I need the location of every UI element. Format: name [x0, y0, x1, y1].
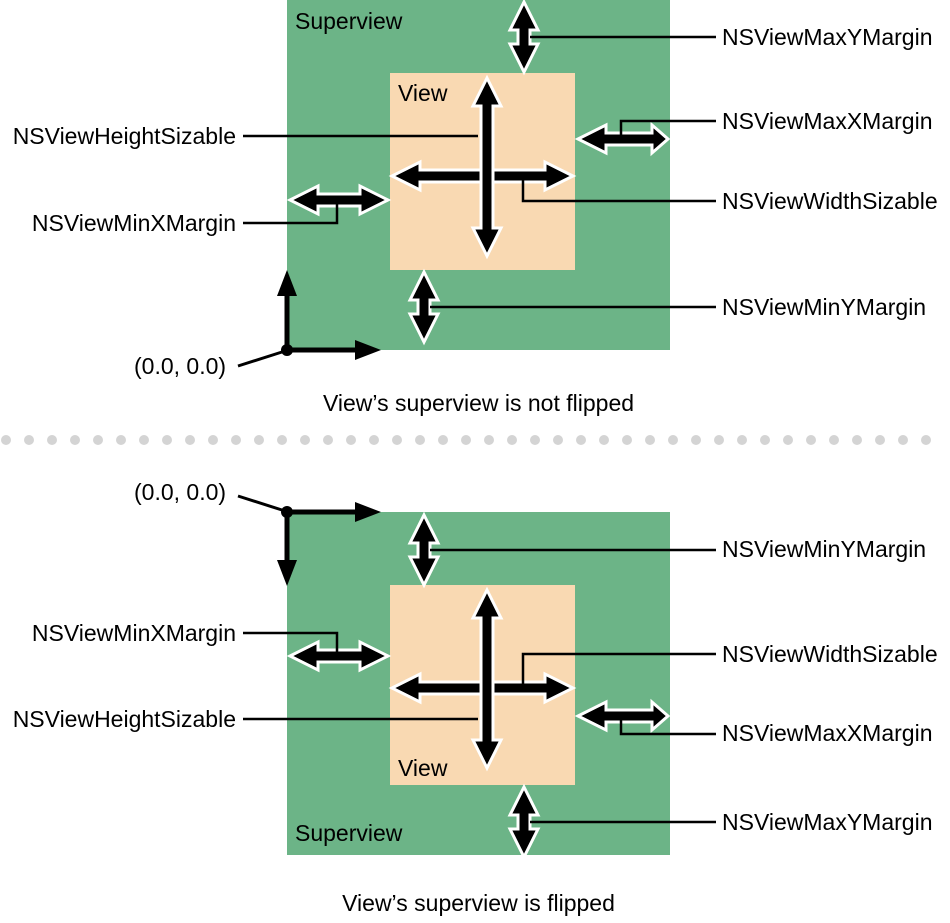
arrow-min-x-margin-flipped	[286, 639, 392, 673]
divider-dot	[576, 435, 586, 445]
divider-dot	[300, 435, 310, 445]
divider-dot	[392, 435, 402, 445]
label-min-y-margin-flipped: NSViewMinYMargin	[722, 536, 927, 562]
divider-dot	[47, 435, 57, 445]
arrow-max-y-margin-flipped	[507, 783, 541, 861]
divider-dot	[691, 435, 701, 445]
divider-dot	[530, 435, 540, 445]
divider-dot	[553, 435, 563, 445]
divider-dot	[323, 435, 333, 445]
arrow-min-y-margin-not-flipped	[407, 268, 441, 346]
divider-dot	[208, 435, 218, 445]
label-max-x-margin-not-flipped: NSViewMaxXMargin	[722, 108, 933, 134]
divider-dot	[783, 435, 793, 445]
label-min-y-margin-not-flipped: NSViewMinYMargin	[722, 294, 927, 320]
origin-label-flipped: (0.0, 0.0)	[134, 479, 227, 505]
divider-dot	[898, 435, 908, 445]
divider-dot	[346, 435, 356, 445]
divider-dot	[507, 435, 517, 445]
divider-dot	[254, 435, 264, 445]
divider-dot	[829, 435, 839, 445]
divider-dot	[139, 435, 149, 445]
label-min-x-margin-flipped: NSViewMinXMargin	[31, 620, 236, 646]
divider-dot	[875, 435, 885, 445]
arrow-max-y-margin-not-flipped	[507, 0, 541, 76]
label-max-y-margin-flipped: NSViewMaxYMargin	[722, 809, 933, 835]
arrow-height-sizable-flipped	[470, 586, 504, 772]
panel-flipped	[237, 494, 716, 861]
divider-dot	[185, 435, 195, 445]
divider-dot	[415, 435, 425, 445]
divider-dot	[369, 435, 379, 445]
label-min-x-margin-not-flipped: NSViewMinXMargin	[31, 210, 236, 236]
divider-dot	[461, 435, 471, 445]
view-label-flipped: View	[398, 755, 448, 781]
origin-axes-flipped	[237, 494, 381, 586]
label-max-x-margin-flipped: NSViewMaxXMargin	[722, 720, 933, 746]
dotted-divider	[1, 435, 931, 445]
divider-dot	[737, 435, 747, 445]
origin-axes-not-flipped	[237, 270, 381, 368]
superview-label-flipped: Superview	[295, 820, 403, 846]
leader-min-x-margin-flipped	[243, 631, 339, 653]
label-max-y-margin-not-flipped: NSViewMaxYMargin	[722, 24, 933, 50]
arrow-height-sizable-not-flipped	[470, 74, 504, 260]
label-width-sizable-flipped: NSViewWidthSizable	[722, 641, 938, 667]
divider-dot	[622, 435, 632, 445]
divider-dot	[599, 435, 609, 445]
divider-dot	[70, 435, 80, 445]
divider-dot	[438, 435, 448, 445]
divider-dot	[645, 435, 655, 445]
leader-max-x-margin-flipped	[619, 718, 716, 736]
divider-dot	[162, 435, 172, 445]
leader-width-sizable-not-flipped	[521, 178, 716, 203]
leader-width-sizable-flipped	[521, 652, 716, 686]
caption-flipped: View’s superview is flipped	[342, 890, 615, 916]
divider-dot	[714, 435, 724, 445]
divider-dot	[806, 435, 816, 445]
divider-dot	[1, 435, 11, 445]
arrow-max-x-margin-not-flipped	[574, 121, 671, 157]
divider-dot	[484, 435, 494, 445]
label-height-sizable-flipped: NSViewHeightSizable	[12, 706, 236, 732]
divider-dot	[277, 435, 287, 445]
arrow-min-x-margin-not-flipped	[286, 183, 392, 217]
leader-max-x-margin-not-flipped	[619, 119, 716, 139]
divider-dot	[24, 435, 34, 445]
leader-min-x-margin-not-flipped	[243, 203, 339, 225]
caption-not-flipped: View’s superview is not flipped	[322, 390, 635, 416]
divider-dot	[116, 435, 126, 445]
superview-label-not-flipped: Superview	[295, 8, 403, 34]
divider-dot	[921, 435, 931, 445]
divider-dot	[93, 435, 103, 445]
view-label-not-flipped: View	[398, 80, 448, 106]
origin-label-not-flipped: (0.0, 0.0)	[134, 353, 227, 379]
panel-not-flipped	[237, 0, 716, 368]
divider-dot	[760, 435, 770, 445]
arrow-min-y-margin-flipped	[407, 511, 441, 589]
divider-dot	[852, 435, 862, 445]
divider-dot	[231, 435, 241, 445]
divider-dot	[668, 435, 678, 445]
arrow-max-x-margin-flipped	[574, 698, 671, 734]
label-width-sizable-not-flipped: NSViewWidthSizable	[722, 188, 938, 214]
label-height-sizable-not-flipped: NSViewHeightSizable	[12, 123, 236, 149]
